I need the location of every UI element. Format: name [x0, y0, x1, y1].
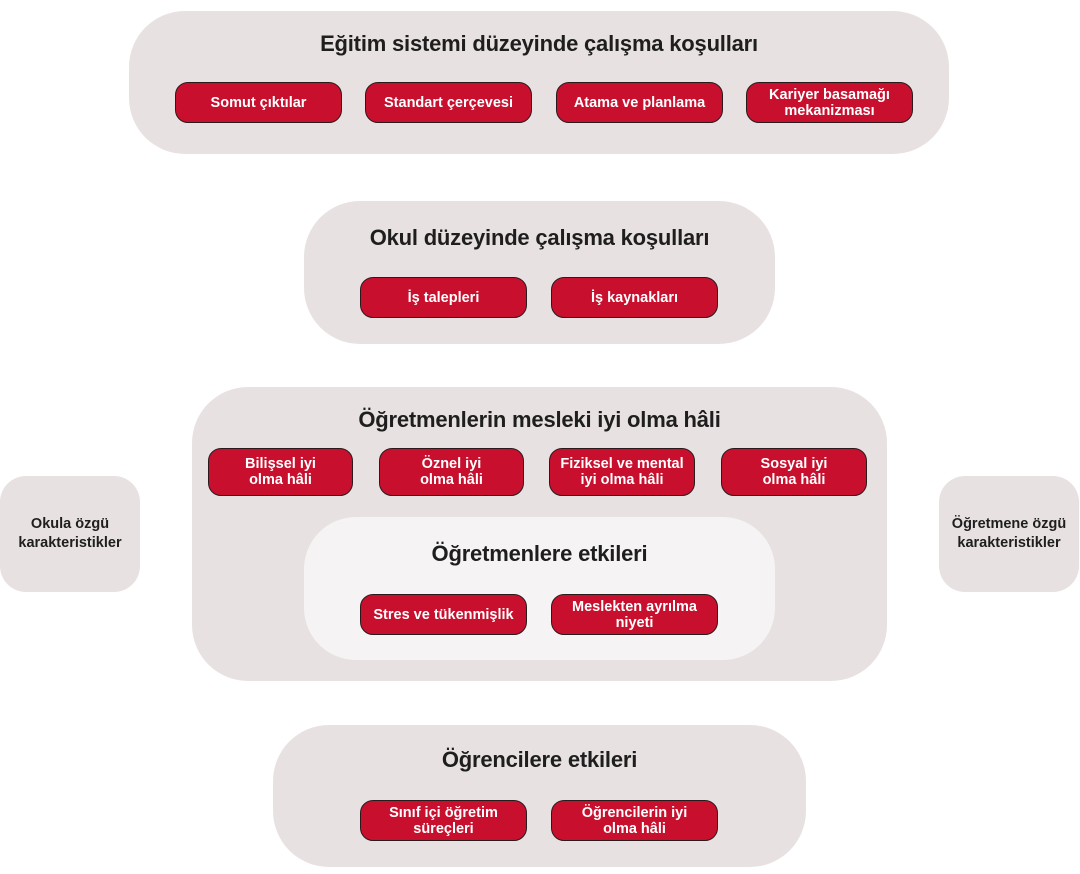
pill-intention-to-leave: Meslekten ayrılma niyeti [551, 594, 718, 635]
school-level-panel: Okul düzeyinde çalışma koşulları İş tale… [304, 201, 775, 344]
system-level-panel: Eğitim sistemi düzeyinde çalışma koşulla… [129, 11, 949, 154]
pill-physical-mental-wellbeing: Fiziksel ve mental iyi olma hâli [549, 448, 695, 496]
teacher-effects-title: Öğretmenlere etkileri [431, 541, 648, 566]
wellbeing-title: Öğretmenlerin mesleki iyi olma hâli [358, 407, 721, 432]
pill-job-resources: İş kaynakları [551, 277, 718, 318]
pill-standards-framework: Standart çerçevesi [365, 82, 532, 123]
teacher-effects-panel: Öğretmenlere etkileri Stres ve tükenmişl… [304, 517, 775, 660]
student-effects-title: Öğrencilere etkileri [441, 747, 638, 772]
pill-student-wellbeing: Öğrencilerin iyi olma hâli [551, 800, 718, 841]
pill-subjective-wellbeing: Öznel iyi olma hâli [379, 448, 524, 496]
pill-stress-burnout: Stres ve tükenmişlik [360, 594, 527, 635]
pill-classroom-processes: Sınıf içi öğretim süreçleri [360, 800, 527, 841]
pill-social-wellbeing: Sosyal iyi olma hâli [721, 448, 867, 496]
pill-cognitive-wellbeing: Bilişsel iyi olma hâli [208, 448, 353, 496]
teacher-characteristics-box: Öğretmene özgü karakteristikler [939, 476, 1079, 592]
pill-job-demands: İş talepleri [360, 277, 527, 318]
pill-career-ladder: Kariyer basamağı mekanizması [746, 82, 913, 123]
system-level-title: Eğitim sistemi düzeyinde çalışma koşulla… [320, 31, 758, 56]
student-effects-panel: Öğrencilere etkileri Sınıf içi öğretim s… [273, 725, 806, 867]
wellbeing-panel: Öğretmenlerin mesleki iyi olma hâli Bili… [192, 387, 887, 681]
school-level-title: Okul düzeyinde çalışma koşulları [369, 225, 710, 250]
pill-tangible-outputs: Somut çıktılar [175, 82, 342, 123]
school-characteristics-box: Okula özgü karakteristikler [0, 476, 140, 592]
pill-assignment-planning: Atama ve planlama [556, 82, 723, 123]
